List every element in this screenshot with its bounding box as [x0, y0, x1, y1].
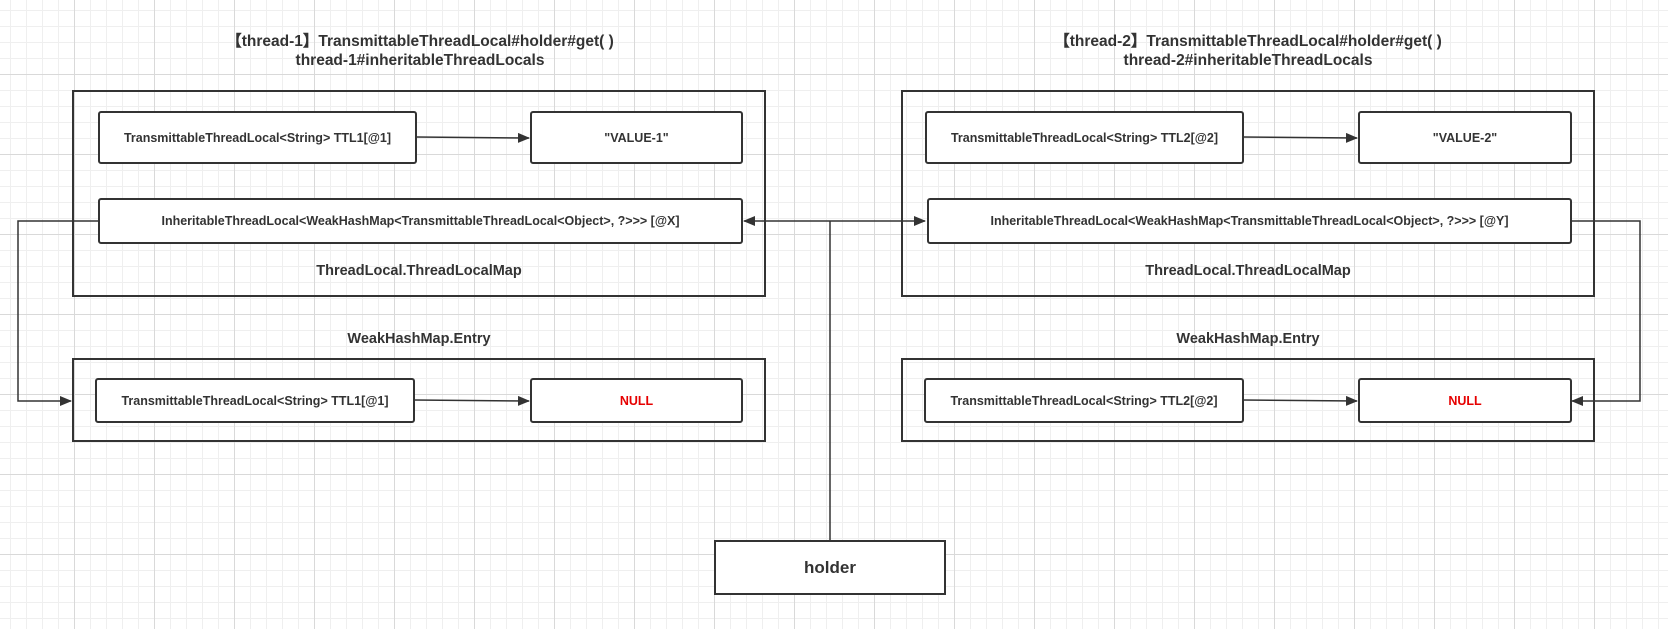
right-map-label: ThreadLocal.ThreadLocalMap [1145, 263, 1351, 279]
right-value2-node[interactable]: "VALUE-2" [1358, 111, 1572, 164]
edge-ttl1-to-value1 [415, 132, 530, 143]
right-itl-y-node[interactable]: InheritableThreadLocal<WeakHashMap<Trans… [927, 198, 1572, 244]
left-value1-node[interactable]: "VALUE-1" [530, 111, 743, 164]
holder-node[interactable]: holder [714, 540, 946, 595]
right-title-line2: thread-2#inheritableThreadLocals [1123, 52, 1373, 69]
edge-itl-x-to-entry1 [17, 220, 98, 406]
edge-itl-y-to-entry2 [1571, 220, 1641, 406]
edge-entry2-key-to-null [1241, 395, 1358, 406]
right-title-line1: 【thread-2】TransmittableThreadLocal#holde… [1054, 33, 1442, 50]
left-title-line1: 【thread-1】TransmittableThreadLocal#holde… [226, 33, 614, 50]
left-title-line2: thread-1#inheritableThreadLocals [295, 52, 545, 69]
left-entry-label: WeakHashMap.Entry [347, 331, 491, 347]
right-entry-null-node[interactable]: NULL [1358, 378, 1572, 423]
edge-ttl2-to-value2 [1241, 132, 1358, 143]
right-entry-key-node[interactable]: TransmittableThreadLocal<String> TTL2[@2… [924, 378, 1244, 423]
left-entry-container [72, 358, 766, 442]
right-threadlocalmap-container [901, 90, 1595, 297]
left-threadlocalmap-container [72, 90, 766, 297]
left-ttl1-node[interactable]: TransmittableThreadLocal<String> TTL1[@1… [98, 111, 417, 164]
right-entry-label: WeakHashMap.Entry [1176, 331, 1320, 347]
right-entry-container [901, 358, 1595, 442]
edge-entry1-key-to-null [413, 395, 530, 406]
right-ttl2-node[interactable]: TransmittableThreadLocal<String> TTL2[@2… [925, 111, 1244, 164]
left-map-label: ThreadLocal.ThreadLocalMap [316, 263, 522, 279]
left-entry-null-node[interactable]: NULL [530, 378, 743, 423]
left-itl-x-node[interactable]: InheritableThreadLocal<WeakHashMap<Trans… [98, 198, 743, 244]
left-entry-key-node[interactable]: TransmittableThreadLocal<String> TTL1[@1… [95, 378, 415, 423]
